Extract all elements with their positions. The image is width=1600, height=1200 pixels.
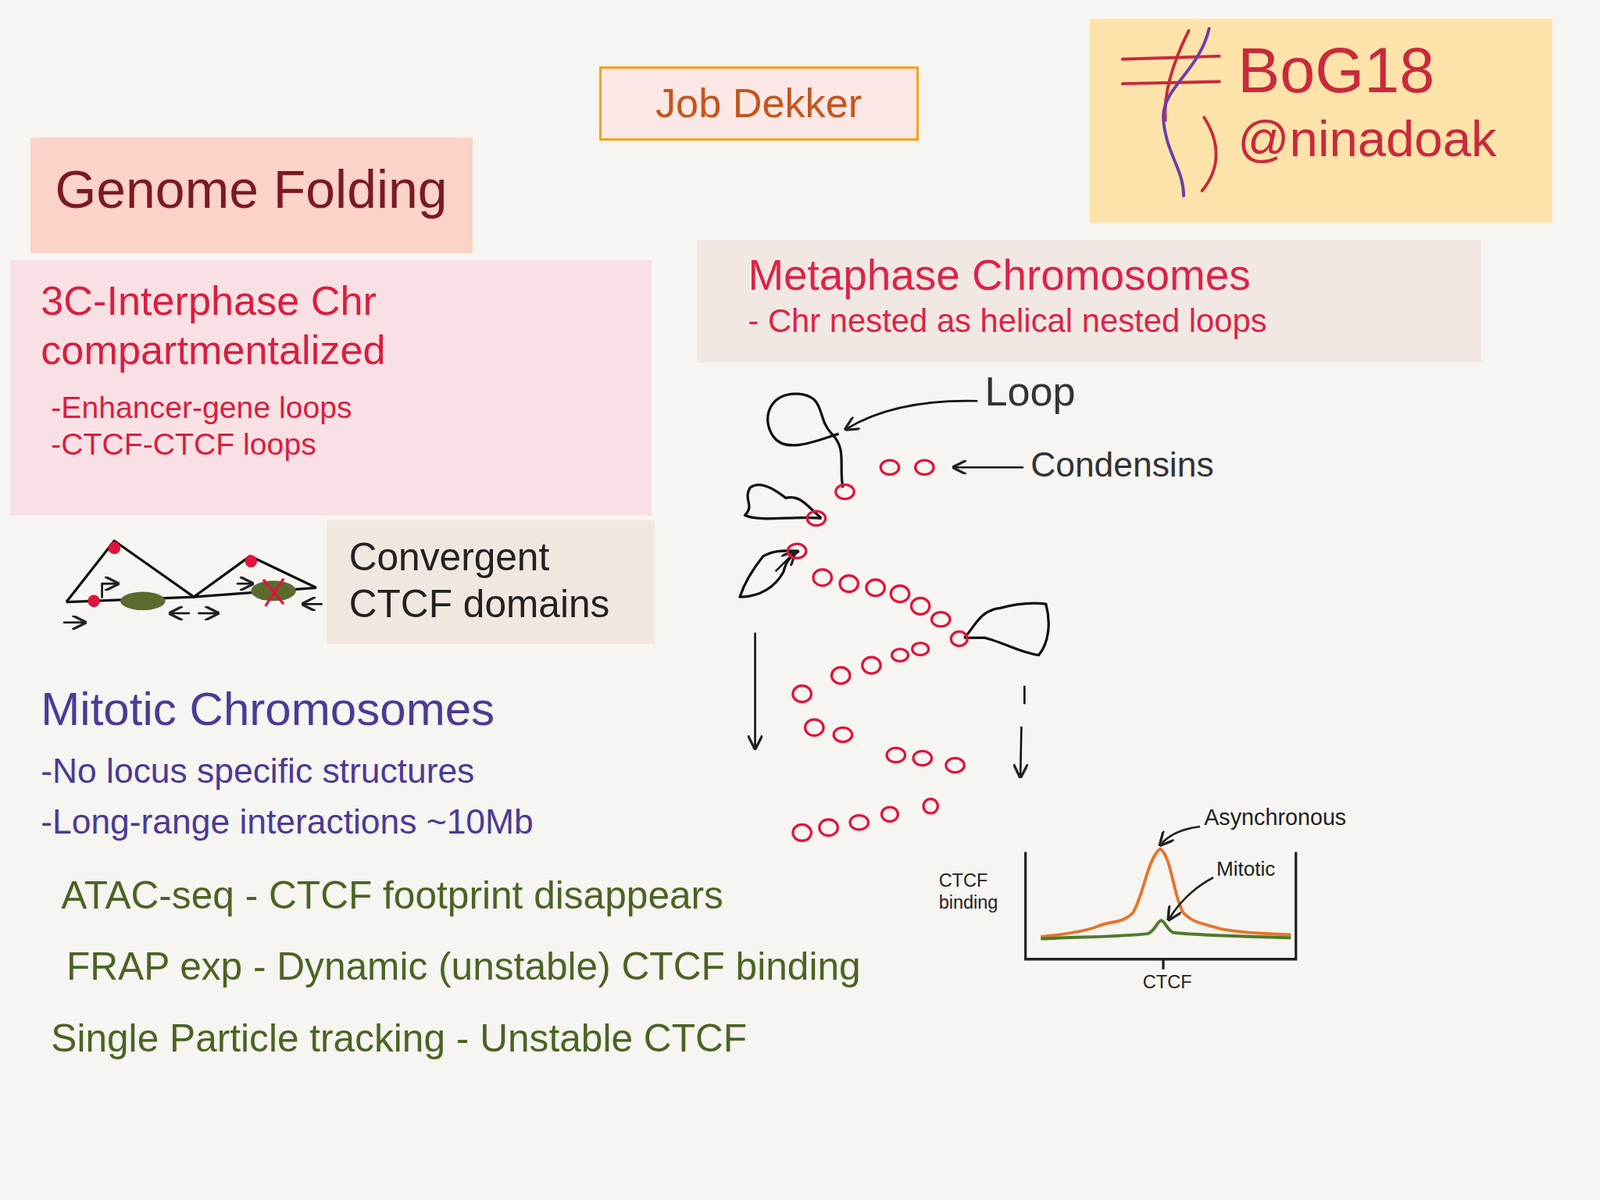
condensin [831, 667, 850, 684]
box-heading: BoG18 [1237, 32, 1533, 109]
condensin [923, 799, 938, 814]
condensin [912, 642, 929, 656]
box-heading: Metaphase Chromosomes [747, 250, 1461, 302]
chromatin-loop [767, 393, 843, 488]
condensin [950, 631, 968, 646]
chromatin-loop [739, 550, 800, 597]
chromatin-loop [964, 603, 1049, 655]
leader-line [1160, 826, 1200, 844]
direction-arrow [1020, 685, 1025, 776]
callout-label: Loop [984, 367, 1075, 417]
condensin [866, 579, 886, 597]
callout-label: Condensins [1030, 443, 1214, 486]
condensin [890, 585, 910, 603]
condensin-rings [787, 460, 968, 841]
box-heading: Job Dekker [621, 78, 897, 129]
ctcf-orientation [303, 603, 323, 606]
box-text: @ninadoak [1237, 108, 1533, 170]
small-arrow [236, 582, 251, 586]
condensin [915, 460, 935, 475]
box-heading: 3C-Interphase Chr compartmentalized [40, 276, 632, 375]
ctcf-dot [244, 555, 258, 568]
speaker-box: Job Dekker [599, 66, 919, 141]
condensin [792, 824, 812, 841]
condensin [792, 685, 812, 703]
chart-axes [1025, 852, 1297, 960]
method-note: FRAP exp - Dynamic (unstable) CTCF bindi… [66, 943, 861, 991]
box-text: -CTCF-CTCF loops [50, 425, 632, 463]
method-note: ATAC-seq - CTCF footprint disappears [60, 872, 724, 920]
condensin [835, 484, 855, 499]
condensin [886, 747, 906, 762]
promoter-arrow [102, 583, 117, 598]
condensin [862, 657, 882, 674]
condensin [839, 575, 859, 593]
axis-label: CTCF [1142, 971, 1193, 993]
direction-arrow [753, 632, 757, 747]
hashtag-box: BoG18@ninadoak [1089, 18, 1553, 223]
condensin [892, 649, 909, 662]
bullet-note: -No locus specific structures [40, 750, 475, 792]
leader-line [955, 466, 1025, 469]
ctcf-orientation [171, 612, 190, 615]
ctcf-dot [107, 542, 121, 555]
series-label: Asynchronous [1203, 803, 1347, 831]
bullet-note: -Long-range interactions ~10Mb [40, 800, 534, 843]
condensin [819, 819, 839, 836]
domain-triangles [66, 540, 317, 602]
note-box: 3C-Interphase Chr compartmentalized -Enha… [10, 260, 652, 516]
ctcf-orientation [63, 621, 84, 624]
condensin [881, 807, 898, 822]
leader-line [846, 400, 978, 429]
chromosome-figure [739, 393, 1049, 776]
condensin [880, 460, 900, 475]
condensin [931, 612, 950, 627]
method-note: Single Particle tracking - Unstable CTCF [50, 1015, 747, 1063]
condensin [807, 510, 826, 525]
condensin [946, 757, 965, 772]
note-box: Metaphase Chromosomes- Chr nested as hel… [696, 239, 1482, 363]
axis-label: CTCF binding [939, 869, 1019, 914]
condensin [813, 569, 833, 586]
axis-tick [1161, 959, 1165, 970]
condensin [913, 750, 933, 765]
condensin [910, 597, 930, 615]
topic-box: Genome Folding [30, 137, 473, 254]
gene-blob [120, 592, 165, 611]
blocked-cross [263, 578, 284, 607]
box-text: -Enhancer-gene loops [50, 389, 632, 426]
leader-line [1169, 877, 1214, 918]
ctcf-domain-figure [63, 540, 323, 622]
mitotic-curve [1040, 920, 1291, 940]
condensin [833, 727, 853, 742]
condensin [787, 543, 807, 558]
box-heading: Convergent CTCF domains [349, 534, 639, 628]
ctcf-orientation [197, 612, 217, 615]
condensin [850, 815, 869, 830]
box-heading: Genome Folding [55, 157, 454, 222]
note-box: Convergent CTCF domains [326, 520, 655, 644]
series-label: Mitotic [1216, 857, 1275, 882]
box-text: - Chr nested as helical nested loops [747, 301, 1461, 341]
condensin [805, 719, 825, 736]
ctcf-chart [1025, 826, 1297, 970]
section-heading: Mitotic Chromosomes [40, 681, 495, 738]
ctcf-dot [87, 594, 100, 608]
